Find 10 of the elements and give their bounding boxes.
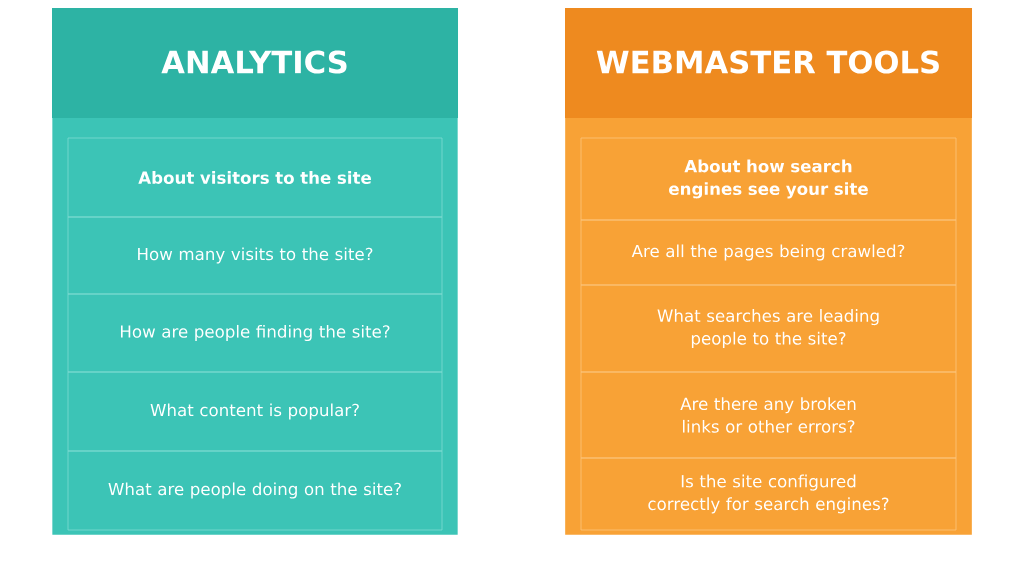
table-row: How many visits to the site? bbox=[67, 216, 443, 295]
table-row: About visitors to the site bbox=[67, 137, 443, 218]
table-row: Are there any broken links or other errors? bbox=[580, 371, 957, 459]
table-row: Is the site configured correctly for search engines? bbox=[580, 457, 957, 531]
table-row: How are people finding the site? bbox=[67, 293, 443, 373]
table-row: About how search engines see your site bbox=[580, 137, 957, 221]
table-row: Are all the pages being crawled? bbox=[580, 219, 957, 286]
table-row: What searches are leading people to the site? bbox=[580, 284, 957, 373]
table-row: What are people doing on the site? bbox=[67, 450, 443, 531]
table-row: What content is popular? bbox=[67, 371, 443, 452]
